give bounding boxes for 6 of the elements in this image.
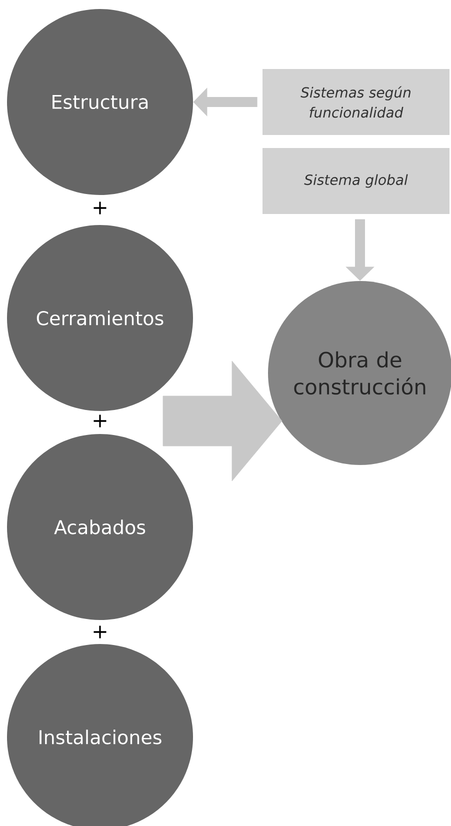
label-box: Sistema global [262,148,450,214]
label-box: Sistemas según funcionalidad [262,69,450,135]
arrow [162,360,282,482]
plus-sign: + [94,202,106,214]
plus-sign: + [94,414,106,428]
plus-sign: + [94,626,106,638]
